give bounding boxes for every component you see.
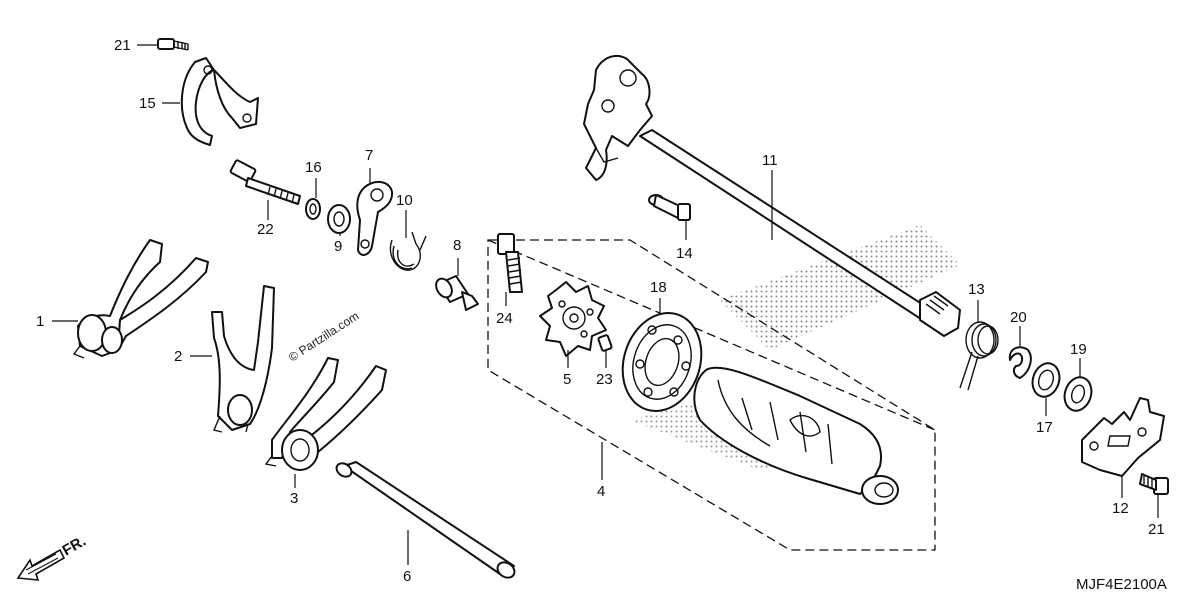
shift-drum-4 [693, 366, 899, 505]
callout-19: 19 [1070, 341, 1087, 358]
callout-16: 16 [305, 159, 322, 176]
circlip-20 [1008, 346, 1032, 379]
bolt-14 [648, 194, 691, 221]
callout-21-bottom: 21 [1148, 521, 1165, 538]
callout-14: 14 [676, 245, 693, 262]
shift-fork-2 [211, 285, 275, 433]
callout-15: 15 [139, 95, 156, 112]
callout-4: 4 [597, 483, 605, 500]
callout-23: 23 [596, 371, 613, 388]
diagram-code: MJF4E2100A [1076, 576, 1167, 593]
fork-shaft-6 [335, 461, 516, 579]
callout-9: 9 [334, 238, 342, 255]
callout-1: 1 [36, 313, 44, 330]
front-label: FR. [60, 533, 89, 560]
callout-2: 2 [174, 348, 182, 365]
shift-drum-center-5 [539, 281, 607, 357]
shift-fork-3 [264, 357, 387, 471]
callout-10: 10 [396, 192, 413, 209]
callout-8: 8 [453, 237, 461, 254]
spring-13 [959, 321, 999, 391]
callout-18: 18 [650, 279, 667, 296]
bolt-21-top [157, 38, 189, 51]
assembly-box-4 [487, 239, 936, 551]
shading-shaft [720, 225, 960, 350]
pin-8 [435, 275, 479, 311]
callout-5: 5 [563, 371, 571, 388]
callout-6: 6 [403, 568, 411, 585]
bracket-15 [180, 57, 259, 146]
callout-3: 3 [290, 490, 298, 507]
pin-23 [597, 334, 613, 352]
callout-11: 11 [762, 152, 778, 169]
plate-12 [1081, 397, 1165, 477]
callout-21-top: 21 [114, 37, 131, 54]
watermark: © Partzilla.com [286, 309, 361, 365]
front-arrow-icon [16, 548, 66, 581]
washer-17 [1031, 362, 1061, 398]
bracket-15-hole-2 [242, 113, 252, 123]
washer-16 [305, 198, 321, 220]
gearshift-spindle-11 [583, 54, 961, 337]
leader-lines [52, 44, 1159, 565]
bolt-21-bottom [1139, 473, 1169, 495]
front-arrow: FR. [16, 533, 89, 581]
bolt-24 [497, 233, 523, 293]
shift-fork-1 [72, 239, 209, 359]
callout-13: 13 [968, 281, 985, 298]
assembly-box-4-diagonal [487, 239, 936, 431]
stopper-arm-7 [356, 181, 394, 256]
bracket-15-hole [203, 65, 213, 75]
bearing-18 [621, 312, 703, 412]
seal-19 [1063, 376, 1093, 412]
bolt-22 [229, 159, 301, 205]
callout-7: 7 [365, 147, 373, 164]
spring-10 [389, 231, 427, 271]
callout-17: 17 [1036, 419, 1053, 436]
callout-20: 20 [1010, 309, 1027, 326]
callout-12: 12 [1112, 500, 1129, 517]
callouts: 21 15 1 2 3 6 4 5 7 9 16 22 10 8 24 23 1… [36, 37, 1165, 585]
callout-24: 24 [496, 310, 513, 327]
washer-9 [327, 204, 351, 234]
callout-22: 22 [257, 221, 274, 238]
